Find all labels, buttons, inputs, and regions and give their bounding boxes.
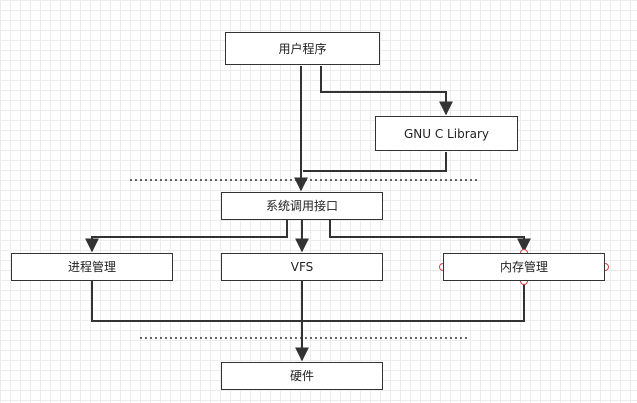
- node-syscall-interface-label: 系统调用接口: [265, 199, 338, 213]
- edge-glibc-to-syscall: [303, 152, 447, 172]
- node-memory-management-label: 内存管理: [499, 260, 548, 274]
- edge-process-to-bus: [91, 281, 302, 322]
- node-syscall-interface[interactable]: 系统调用接口: [221, 192, 383, 220]
- edge-syscall-to-process: [85, 220, 288, 253]
- edge-memory-to-bus: [302, 281, 525, 322]
- edge-user-to-glibc: [320, 66, 453, 116]
- node-gnu-c-library[interactable]: GNU C Library: [375, 116, 518, 151]
- node-gnu-c-library-label: GNU C Library: [403, 126, 490, 141]
- node-process-management[interactable]: 进程管理: [11, 253, 173, 281]
- edge-syscall-to-memory: [329, 220, 531, 253]
- node-vfs[interactable]: VFS: [221, 253, 383, 281]
- node-vfs-label: VFS: [290, 260, 314, 274]
- node-hardware[interactable]: 硬件: [221, 362, 383, 390]
- node-hardware-label: 硬件: [289, 369, 314, 383]
- node-process-management-label: 进程管理: [67, 260, 116, 274]
- node-user-program[interactable]: 用户程序: [225, 32, 380, 65]
- node-user-program-label: 用户程序: [278, 41, 327, 56]
- node-memory-management[interactable]: 内存管理: [443, 253, 605, 281]
